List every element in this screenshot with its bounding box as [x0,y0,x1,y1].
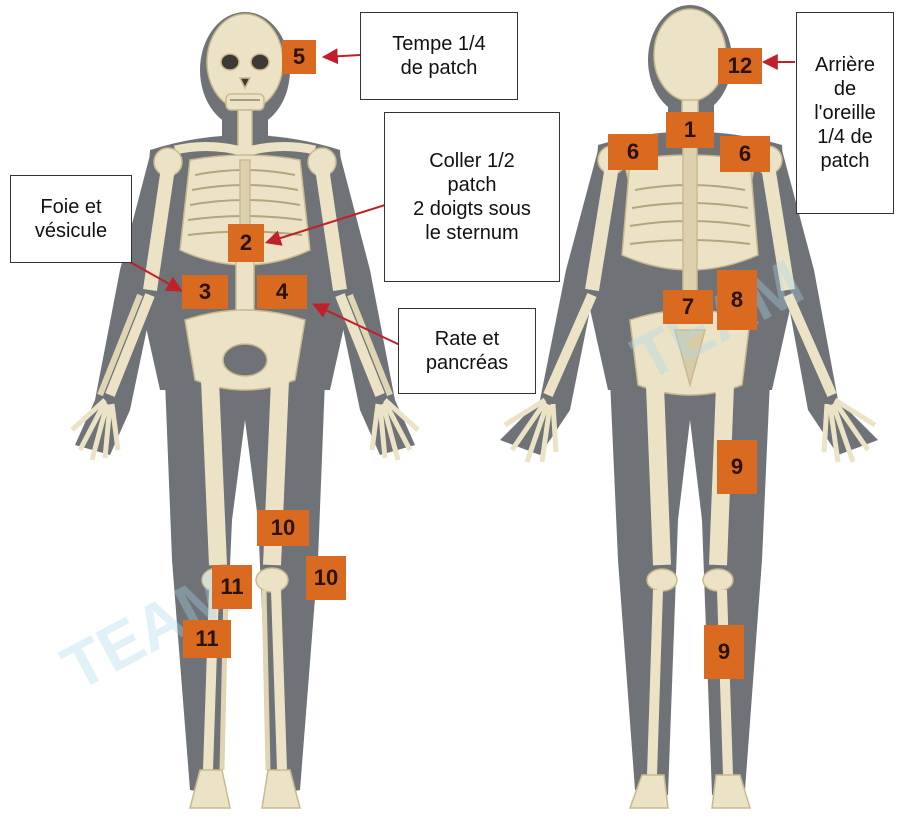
arrow-temple [325,55,360,57]
callout-liver: Foie et vésicule [10,175,132,263]
marker-9-calf: 9 [704,625,744,679]
marker-4: 4 [257,275,307,309]
callout-spleen: Rate et pancréas [398,308,536,394]
marker-12: 12 [718,48,762,84]
marker-10-thigh: 10 [257,510,309,546]
callout-sternum: Coller 1/2 patch 2 doigts sous le sternu… [384,112,560,282]
marker-5: 5 [282,40,316,74]
marker-10-knee: 10 [306,556,346,600]
marker-9-thigh: 9 [717,440,757,494]
marker-6-left: 6 [608,134,658,170]
marker-8: 8 [717,270,757,330]
marker-11-knee: 11 [212,565,252,609]
callout-ear: Arrière de l'oreille 1/4 de patch [796,12,894,214]
marker-11-shin: 11 [183,620,231,658]
marker-7: 7 [663,290,713,324]
marker-2: 2 [228,224,264,262]
marker-3: 3 [182,275,228,309]
marker-1: 1 [666,112,714,148]
marker-6-right: 6 [720,136,770,172]
back-skull [654,9,726,101]
callout-temple: Tempe 1/4 de patch [360,12,518,100]
